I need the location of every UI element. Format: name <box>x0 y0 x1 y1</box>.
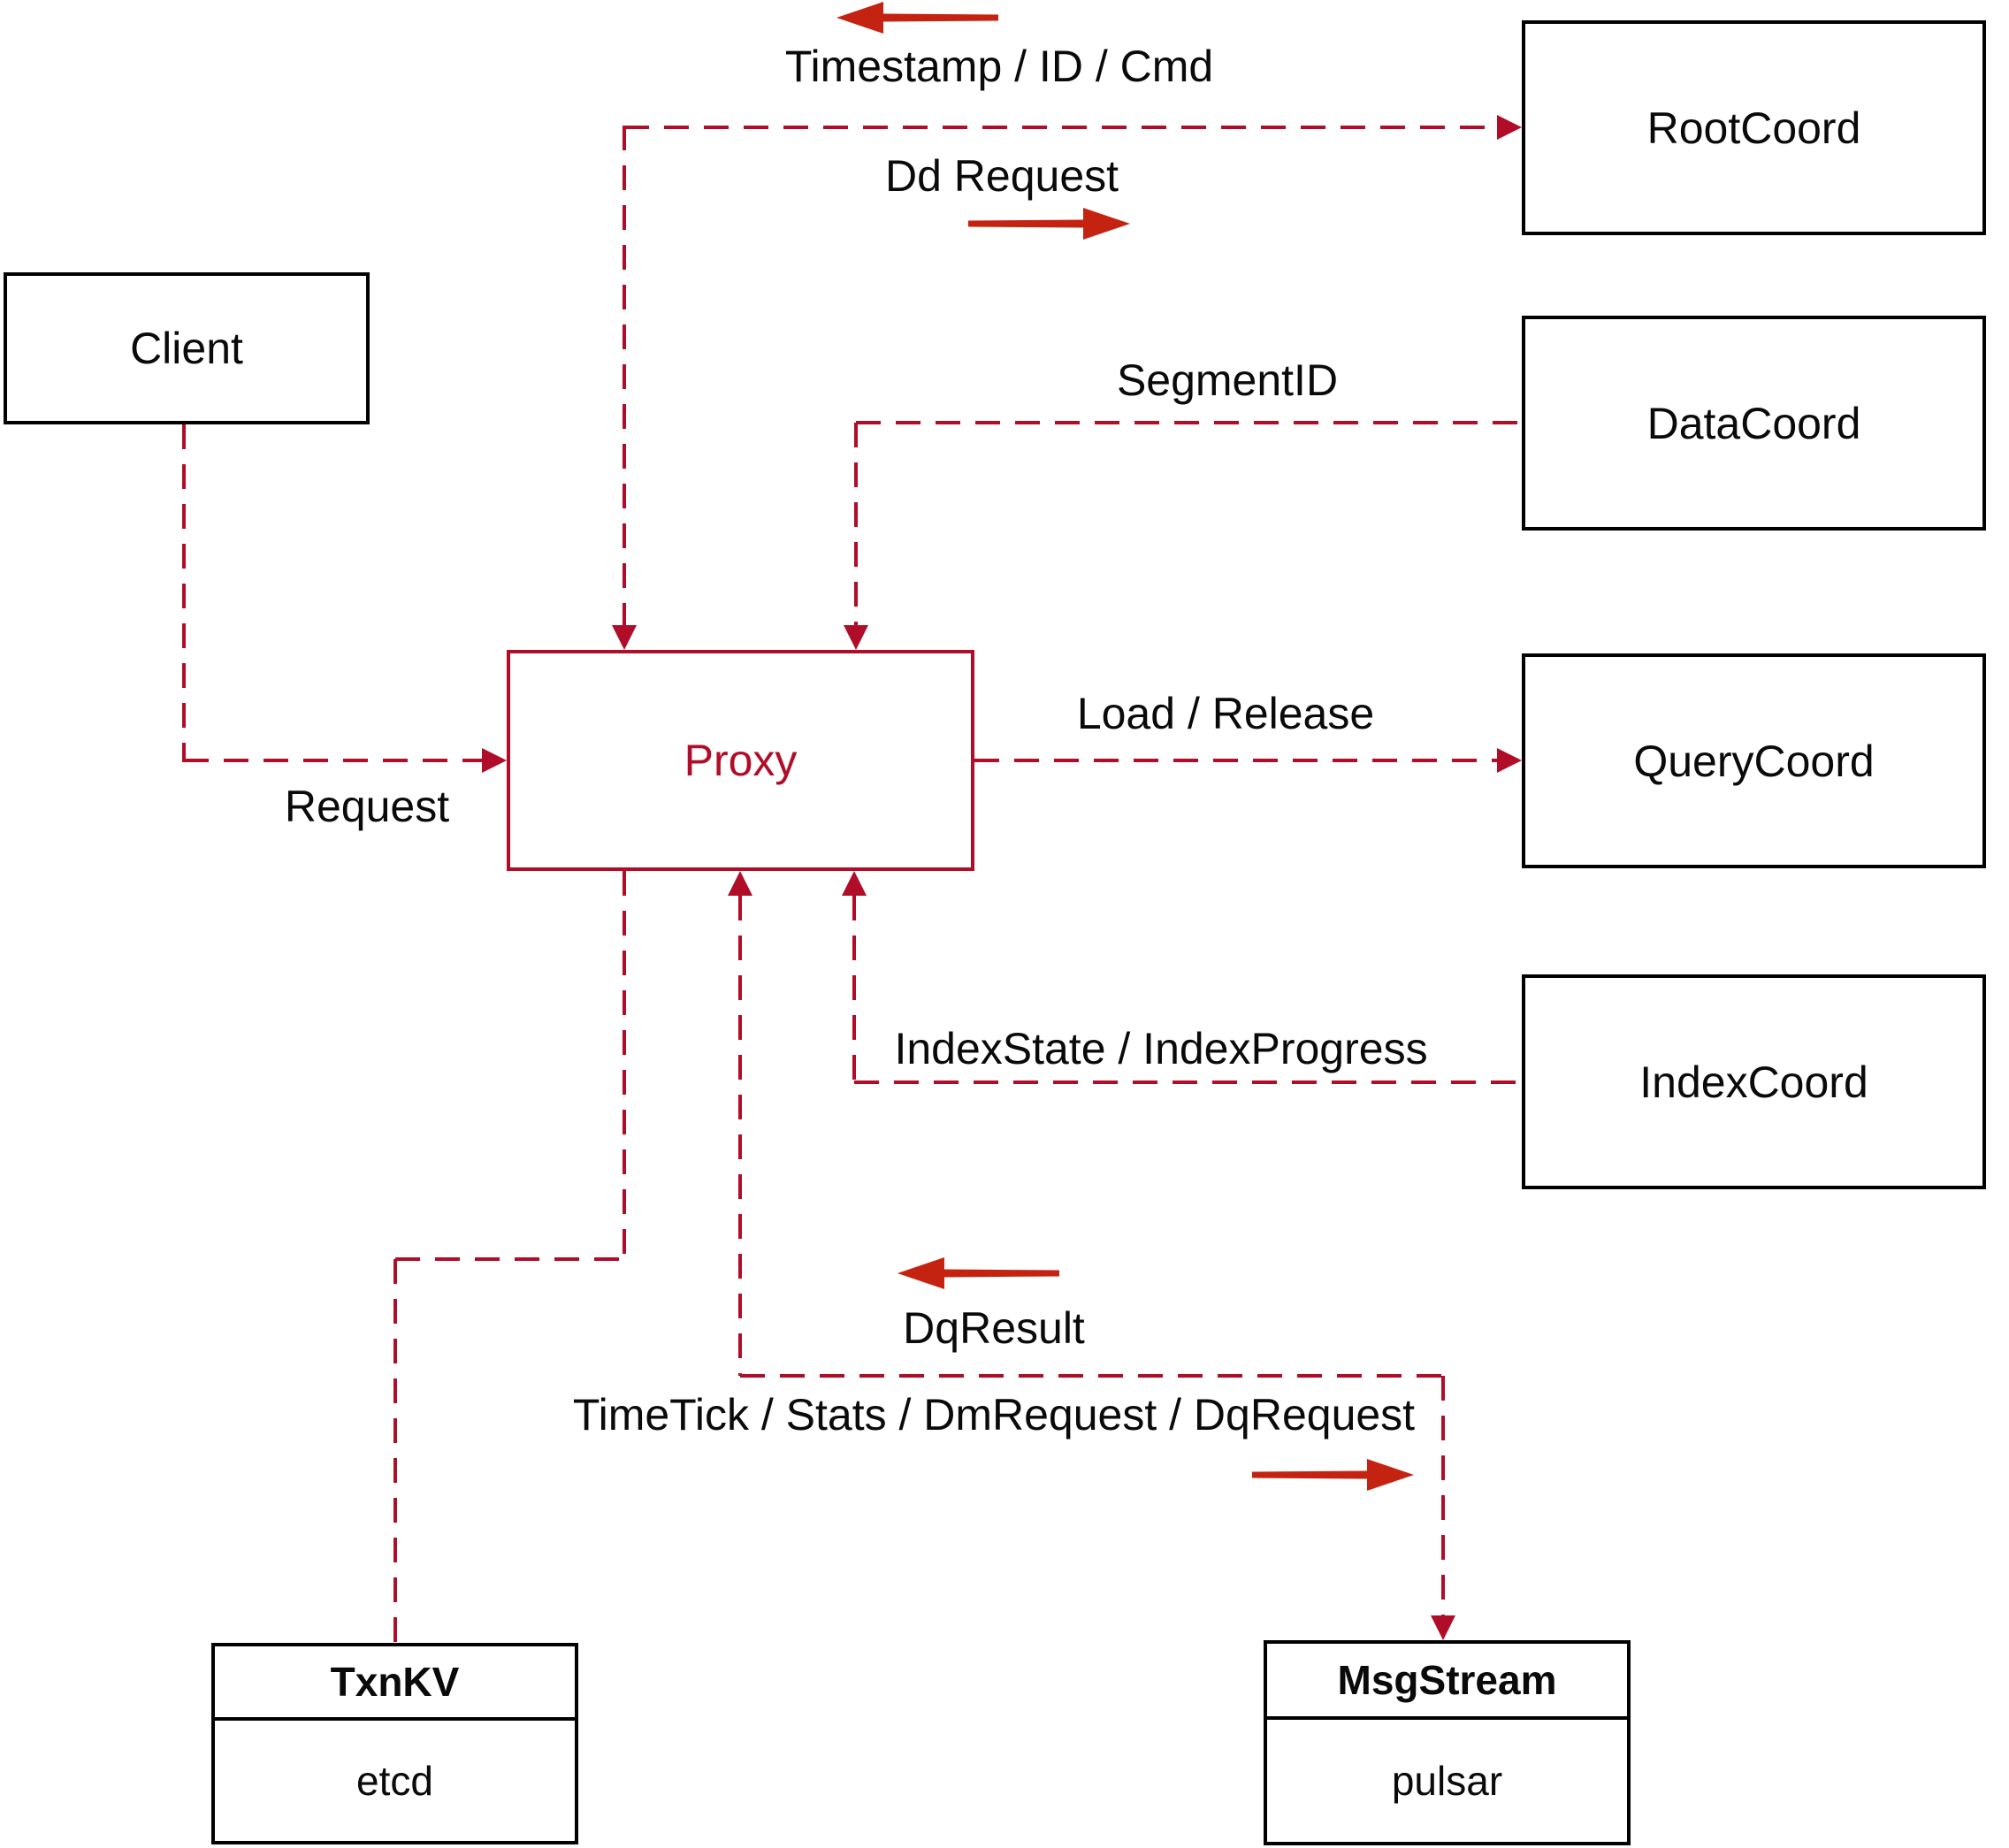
node-client-label: Client <box>130 324 243 373</box>
edge-proxy-querycoord-horizontal <box>974 759 1497 762</box>
edge-client-proxy-horizontal <box>184 759 482 762</box>
node-txnkv-title-row: TxnKV <box>215 1646 575 1721</box>
label-timetick-stats: TimeTick / Stats / DmRequest / DqRequest <box>572 1390 1416 1439</box>
node-txnkv: TxnKV etcd <box>211 1643 578 1844</box>
arrowhead-into-querycoord-icon <box>1497 748 1522 773</box>
edge-proxy-rootcoord-vertical <box>623 126 626 625</box>
arrowhead-into-proxy-bottom-left-icon <box>728 871 752 896</box>
label-dq-result: DqResult <box>903 1303 1085 1353</box>
node-msgstream-impl: pulsar <box>1391 1758 1503 1804</box>
node-msgstream-title: MsgStream <box>1337 1657 1557 1703</box>
node-querycoord-label: QueryCoord <box>1633 736 1875 786</box>
node-client: Client <box>4 272 370 424</box>
edge-proxy-txnkv-vertical-lower <box>393 1259 397 1643</box>
node-txnkv-title: TxnKV <box>330 1659 460 1705</box>
label-dd-request: Dd Request <box>884 151 1119 201</box>
edge-indexcoord-proxy-vertical <box>852 896 856 1082</box>
node-datacoord-label: DataCoord <box>1646 398 1861 448</box>
arrow-right-timetick-icon <box>1252 1457 1414 1493</box>
arrowhead-into-msgstream-icon <box>1431 1615 1455 1640</box>
edge-client-proxy-vertical <box>182 424 186 762</box>
edge-proxy-txnkv-vertical-upper <box>623 871 626 1259</box>
arrowhead-into-proxy-left-icon <box>482 748 507 773</box>
arrowhead-into-rootcoord-icon <box>1497 115 1522 140</box>
edge-proxy-msgstream-vertical-upper <box>738 896 742 1376</box>
arrowhead-into-proxy-top-left-icon <box>612 625 637 650</box>
node-rootcoord: RootCoord <box>1522 20 1986 235</box>
node-txnkv-impl: etcd <box>356 1758 433 1804</box>
node-rootcoord-label: RootCoord <box>1646 103 1861 153</box>
node-datacoord: DataCoord <box>1522 316 1986 531</box>
node-querycoord: QueryCoord <box>1522 653 1986 868</box>
node-msgstream-impl-row: pulsar <box>1267 1720 1627 1842</box>
arrow-left-timestamp-icon <box>836 0 998 35</box>
arrow-right-dd-request-icon <box>968 206 1130 241</box>
arrow-left-dqresult-icon <box>898 1256 1059 1291</box>
edge-indexcoord-proxy-horizontal <box>854 1081 1522 1084</box>
edge-datacoord-proxy-vertical <box>854 423 858 625</box>
node-msgstream: MsgStream pulsar <box>1264 1640 1631 1845</box>
edge-proxy-rootcoord-horizontal <box>624 126 1497 129</box>
edge-datacoord-proxy-horizontal <box>856 421 1522 424</box>
edge-proxy-msgstream-vertical-lower <box>1441 1376 1445 1615</box>
label-request: Request <box>284 782 450 831</box>
arrowhead-into-proxy-bottom-right-icon <box>842 871 867 896</box>
edge-proxy-txnkv-horizontal <box>395 1257 626 1261</box>
node-msgstream-title-row: MsgStream <box>1267 1644 1627 1720</box>
label-timestamp-id-cmd: Timestamp / ID / Cmd <box>784 42 1214 91</box>
node-proxy: Proxy <box>507 650 974 871</box>
node-txnkv-impl-row: etcd <box>215 1721 575 1841</box>
node-proxy-label: Proxy <box>684 736 798 785</box>
label-index-state-progress: IndexState / IndexProgress <box>894 1024 1428 1073</box>
arrowhead-into-proxy-top-right-icon <box>844 625 868 650</box>
node-indexcoord-label: IndexCoord <box>1639 1057 1868 1107</box>
node-indexcoord: IndexCoord <box>1522 974 1986 1189</box>
label-segment-id: SegmentID <box>1116 355 1339 405</box>
edge-proxy-msgstream-horizontal <box>740 1374 1443 1378</box>
label-load-release: Load / Release <box>1076 689 1375 738</box>
